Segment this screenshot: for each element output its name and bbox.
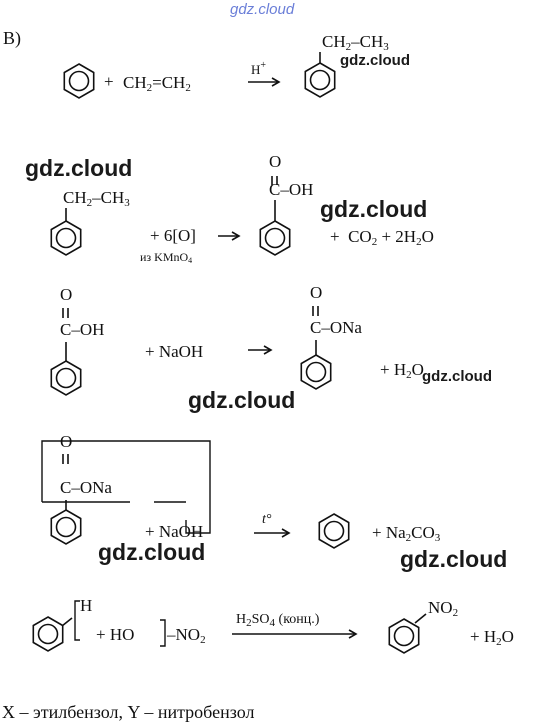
catalyst-label-r5: H2SO4 (конц.) <box>236 612 320 629</box>
decarboxylation-bracket <box>41 440 211 534</box>
watermark: gdz.cloud <box>422 368 492 385</box>
carboxyl-group-r2: C–OH <box>269 180 314 199</box>
benzene-ring-r4 <box>318 513 350 549</box>
ethyl-substituent-r2: CH2–CH3 <box>63 188 130 209</box>
water-product-r5: + H2O <box>470 627 514 648</box>
salt-group-r4: C–ONa <box>60 478 112 497</box>
catalyst-label-r1: H+ <box>251 60 267 77</box>
plus-sign-r1: + <box>104 72 114 91</box>
oxidant-label: + 6[O] <box>150 226 196 245</box>
watermark: gdz.cloud <box>188 387 296 413</box>
benzoic-acid-ring-r3 <box>50 360 82 396</box>
naoh-reagent-r4: + NaOH <box>145 522 204 541</box>
watermark: gdz.cloud <box>400 546 508 572</box>
ethyl-substituent-r1: CH2–CH3 <box>322 32 389 53</box>
watermark: gdz.cloud <box>25 155 133 181</box>
watermark-top: gdz.cloud <box>230 1 295 18</box>
salt-group-r3: C–ONa <box>310 318 362 337</box>
oxidant-source-label: из KMnO4 <box>140 250 193 265</box>
ethene-formula: CH2=CH2 <box>123 73 191 94</box>
carbonyl-oxygen-r2: O <box>269 152 282 171</box>
nitro-group-r5: –NO2 <box>167 625 206 646</box>
carbonyl-oxygen-r4: O <box>60 432 73 451</box>
hydrogen-atom-r5: H <box>80 596 93 615</box>
benzoic-acid-ring-r2 <box>259 220 291 256</box>
carbonyl-oxygen-r3: O <box>60 285 73 304</box>
heating-condition: t° <box>262 512 272 527</box>
byproducts-r2: + CO2 + 2H2O <box>330 227 434 248</box>
sodium-benzoate-ring-r4 <box>50 509 82 545</box>
carboxyl-group-r3: C–OH <box>60 320 105 339</box>
naoh-reagent-r3: + NaOH <box>145 342 204 361</box>
watermark: gdz.cloud <box>98 539 206 565</box>
water-product-r3: + H2O <box>380 360 424 381</box>
answer-text: X – этилбензол, Y – нитробензол <box>2 702 255 722</box>
hydroxyl-part-r5: + HO <box>96 625 135 644</box>
ethylbenzene-ring-r1 <box>304 62 336 98</box>
sodium-benzoate-ring-r3 <box>300 354 332 390</box>
nitro-substituent-product: NO2 <box>428 598 459 619</box>
benzene-ring-r1 <box>63 63 95 99</box>
substitution-bracket <box>74 600 80 641</box>
section-label: B) <box>3 28 21 48</box>
benzene-ring-r5 <box>32 616 64 652</box>
nitrobenzene-ring-r5 <box>388 618 420 654</box>
watermark: gdz.cloud <box>320 196 428 222</box>
sodium-carbonate-product: + Na2CO3 <box>372 523 441 544</box>
ethylbenzene-ring-r2 <box>50 220 82 256</box>
watermark: gdz.cloud <box>340 52 410 69</box>
carbonyl-oxygen-r3-product: O <box>310 283 323 302</box>
